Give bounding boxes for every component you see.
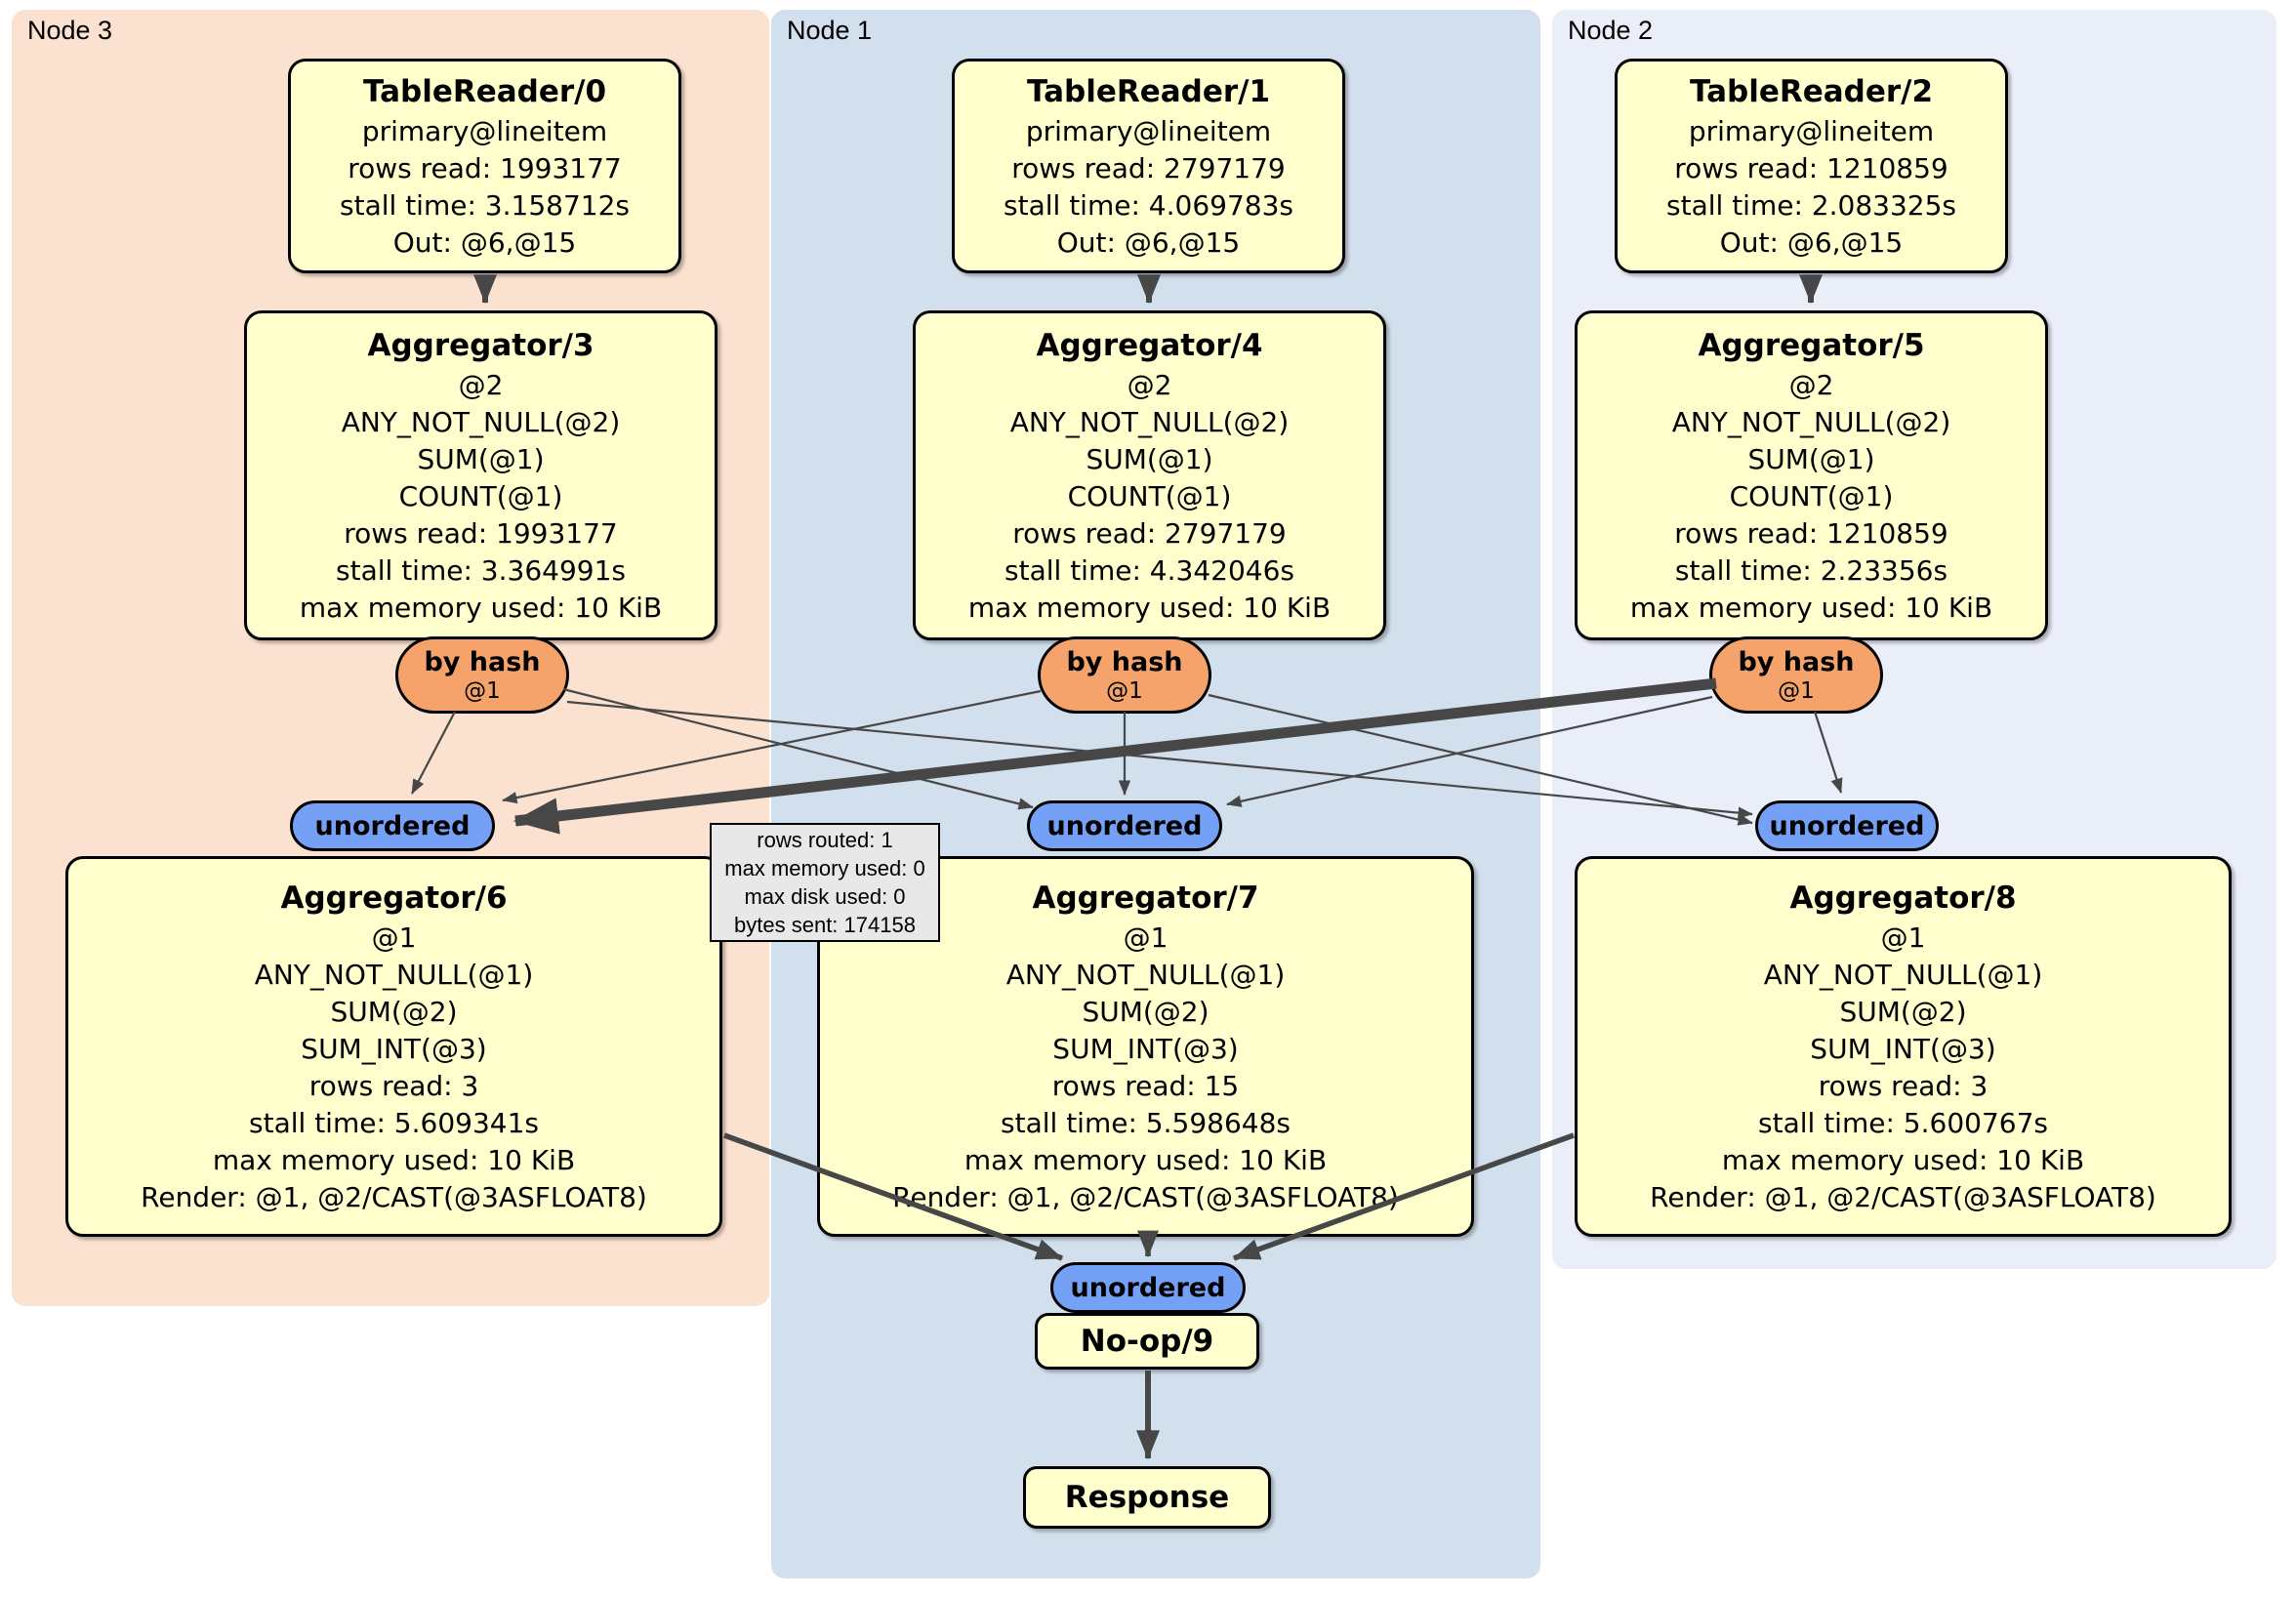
- node-detail: rows read: 1993177: [344, 517, 618, 550]
- plan-node-response[interactable]: Response: [1023, 1466, 1271, 1529]
- panel-label-node1: Node 1: [787, 16, 873, 45]
- node-detail: stall time: 4.342046s: [1004, 554, 1294, 587]
- node-title: Response: [1064, 1480, 1230, 1515]
- node-title: TableReader/1: [1026, 74, 1271, 109]
- node-detail: SUM_INT(@3): [301, 1033, 487, 1065]
- node-detail: primary@lineitem: [361, 115, 608, 147]
- panel-label-node3: Node 3: [27, 16, 113, 45]
- plan-node-noop-9[interactable]: No-op/9: [1035, 1313, 1259, 1370]
- node-detail: stall time: 3.364991s: [336, 554, 626, 587]
- node-detail: COUNT(@1): [1729, 480, 1894, 512]
- node-title: Aggregator/7: [1032, 880, 1259, 916]
- node-title: Aggregator/6: [280, 880, 508, 916]
- panel-label-node2: Node 2: [1568, 16, 1654, 45]
- node-detail: ANY_NOT_NULL(@2): [341, 406, 621, 438]
- node-detail: stall time: 2.23356s: [1674, 554, 1948, 587]
- node-detail: @1: [1123, 921, 1168, 954]
- router-columns: @1: [464, 677, 501, 704]
- node-detail: max memory used: 10 KiB: [1721, 1144, 2085, 1176]
- node-detail: max memory used: 10 KiB: [964, 1144, 1328, 1176]
- node-detail: rows read: 2797179: [1011, 152, 1286, 184]
- node-detail: SUM_INT(@3): [1810, 1033, 1996, 1065]
- node-detail: stall time: 5.600767s: [1758, 1107, 2048, 1139]
- plan-node-aggregator-4[interactable]: Aggregator/4 @2 ANY_NOT_NULL(@2) SUM(@1)…: [913, 310, 1386, 640]
- node-detail: ANY_NOT_NULL(@2): [1009, 406, 1290, 438]
- node-detail: primary@lineitem: [1688, 115, 1935, 147]
- router-columns: @1: [1778, 677, 1815, 704]
- node-detail: SUM(@1): [1747, 443, 1875, 475]
- router-columns: @1: [1106, 677, 1143, 704]
- plan-node-tablereader-1[interactable]: TableReader/1 primary@lineitem rows read…: [952, 59, 1345, 273]
- router-by-hash-node1[interactable]: by hash @1: [1038, 636, 1211, 714]
- node-detail: COUNT(@1): [398, 480, 563, 512]
- router-by-hash-node2[interactable]: by hash @1: [1709, 636, 1883, 714]
- node-title: Aggregator/8: [1789, 880, 2017, 916]
- node-title: TableReader/0: [362, 74, 607, 109]
- sync-unordered-final[interactable]: unordered: [1050, 1262, 1246, 1313]
- node-detail: max memory used: 10 KiB: [299, 592, 663, 624]
- node-detail: Render: @1, @2/CAST(@3ASFLOAT8): [1650, 1181, 2156, 1213]
- tooltip-line: rows routed: 1: [757, 828, 893, 852]
- plan-node-tablereader-2[interactable]: TableReader/2 primary@lineitem rows read…: [1615, 59, 2008, 273]
- node-detail: max memory used: 10 KiB: [1629, 592, 1993, 624]
- node-detail: ANY_NOT_NULL(@2): [1671, 406, 1951, 438]
- node-detail: ANY_NOT_NULL(@1): [1005, 959, 1286, 991]
- node-detail: Out: @6,@15: [392, 226, 577, 259]
- plan-node-tablereader-0[interactable]: TableReader/0 primary@lineitem rows read…: [288, 59, 681, 273]
- node-detail: max memory used: 10 KiB: [212, 1144, 576, 1176]
- node-detail: rows read: 2797179: [1012, 517, 1287, 550]
- node-detail: rows read: 1210859: [1674, 517, 1948, 550]
- node-detail: stall time: 4.069783s: [1004, 189, 1293, 222]
- node-title: TableReader/2: [1689, 74, 1934, 109]
- sync-unordered-node1[interactable]: unordered: [1027, 800, 1222, 851]
- node-detail: SUM(@2): [330, 996, 458, 1028]
- node-detail: rows read: 1993177: [348, 152, 622, 184]
- node-detail: SUM_INT(@3): [1052, 1033, 1239, 1065]
- node-detail: stall time: 2.083325s: [1666, 189, 1956, 222]
- node-detail: @1: [1880, 921, 1926, 954]
- node-detail: @2: [1127, 369, 1172, 401]
- node-detail: SUM(@2): [1082, 996, 1210, 1028]
- node-detail: stall time: 3.158712s: [340, 189, 630, 222]
- router-by-hash-node3[interactable]: by hash @1: [395, 636, 569, 714]
- sync-unordered-node2[interactable]: unordered: [1755, 800, 1939, 851]
- node-detail: SUM(@2): [1839, 996, 1967, 1028]
- plan-node-aggregator-5[interactable]: Aggregator/5 @2 ANY_NOT_NULL(@2) SUM(@1)…: [1575, 310, 2048, 640]
- node-detail: primary@lineitem: [1025, 115, 1272, 147]
- node-detail: @2: [1788, 369, 1834, 401]
- node-detail: COUNT(@1): [1067, 480, 1232, 512]
- node-detail: ANY_NOT_NULL(@1): [1763, 959, 2043, 991]
- node-detail: Render: @1, @2/CAST(@3ASFLOAT8): [141, 1181, 647, 1213]
- node-detail: Out: @6,@15: [1056, 226, 1241, 259]
- node-detail: Render: @1, @2/CAST(@3ASFLOAT8): [892, 1181, 1399, 1213]
- plan-node-aggregator-6[interactable]: Aggregator/6 @1 ANY_NOT_NULL(@1) SUM(@2)…: [65, 856, 722, 1237]
- node-detail: ANY_NOT_NULL(@1): [254, 959, 534, 991]
- router-label: by hash: [1738, 646, 1855, 677]
- router-label: by hash: [1066, 646, 1183, 677]
- node-detail: stall time: 5.598648s: [1001, 1107, 1291, 1139]
- node-detail: stall time: 5.609341s: [249, 1107, 539, 1139]
- node-detail: @2: [458, 369, 504, 401]
- sync-unordered-node3[interactable]: unordered: [290, 800, 495, 851]
- node-detail: SUM(@1): [1086, 443, 1213, 475]
- node-detail: rows read: 3: [1818, 1070, 1988, 1102]
- node-detail: SUM(@1): [417, 443, 545, 475]
- node-detail: max memory used: 10 KiB: [967, 592, 1332, 624]
- node-title: Aggregator/5: [1698, 328, 1925, 363]
- router-label: by hash: [424, 646, 541, 677]
- plan-node-aggregator-8[interactable]: Aggregator/8 @1 ANY_NOT_NULL(@1) SUM(@2)…: [1575, 856, 2232, 1237]
- node-detail: rows read: 15: [1051, 1070, 1240, 1102]
- node-title: No-op/9: [1080, 1324, 1214, 1359]
- node-detail: @1: [371, 921, 417, 954]
- node-title: Aggregator/4: [1036, 328, 1263, 363]
- node-title: Aggregator/3: [367, 328, 594, 363]
- node-detail: rows read: 3: [308, 1070, 479, 1102]
- tooltip-line: max disk used: 0: [744, 884, 906, 909]
- node-detail: Out: @6,@15: [1719, 226, 1904, 259]
- edge-stats-tooltip: rows routed: 1 max memory used: 0 max di…: [710, 823, 940, 942]
- tooltip-line: max memory used: 0: [724, 856, 925, 880]
- tooltip-line: bytes sent: 174158: [734, 913, 916, 937]
- plan-node-aggregator-3[interactable]: Aggregator/3 @2 ANY_NOT_NULL(@2) SUM(@1)…: [244, 310, 718, 640]
- node-detail: rows read: 1210859: [1674, 152, 1948, 184]
